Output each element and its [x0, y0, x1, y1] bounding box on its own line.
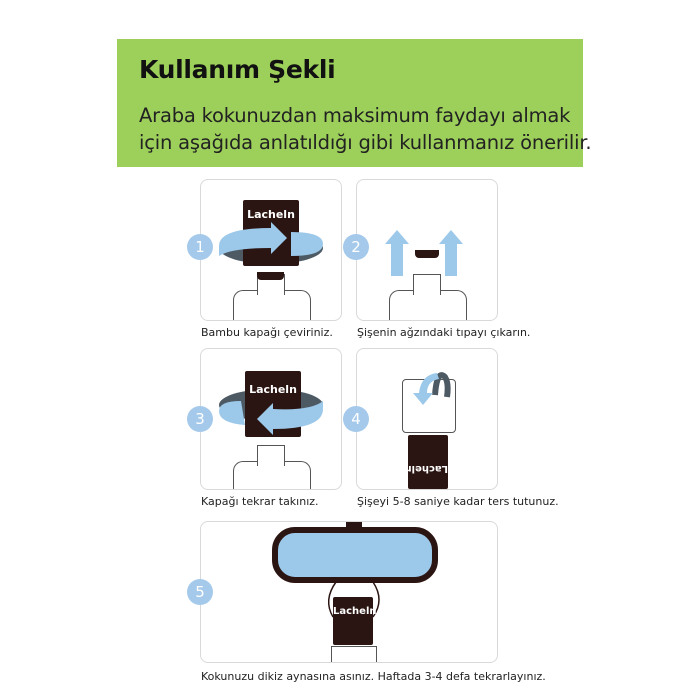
flip-arrow-icon: [413, 372, 451, 405]
cap-lacheln-upside-down: Lacheln: [405, 435, 448, 489]
stopper: [415, 250, 439, 258]
step-5-caption: Kokunuzu dikiz aynasına asınız. Haftada …: [201, 670, 546, 683]
step-2-badge: 2: [343, 234, 369, 260]
step-1-panel: Lacheln: [200, 179, 342, 321]
step-1-badge: 1: [187, 234, 213, 260]
step-2-caption: Şişenin ağzındaki tıpayı çıkarın.: [357, 326, 531, 339]
step-3-badge: 3: [187, 406, 213, 432]
rotate-clockwise-arrow-icon: [219, 222, 323, 256]
rotate-counterclockwise-arrow-icon: [219, 401, 323, 435]
step-3-caption: Kapağı tekrar takınız.: [201, 495, 319, 508]
step-4-panel: Lacheln: [356, 348, 498, 490]
bottle-neck: [257, 445, 285, 466]
step-3-panel: Lacheln: [200, 348, 342, 490]
header-banner: Kullanım Şekli Araba kokunuzdan maksimum…: [117, 39, 592, 167]
bottle-illustration: [331, 646, 377, 662]
page-title: Kullanım Şekli: [139, 55, 336, 84]
stopper: [257, 272, 284, 280]
step-5-panel: Lacheln: [200, 521, 498, 663]
step-5-badge: 5: [187, 579, 213, 605]
rearview-mirror-icon: [272, 522, 438, 618]
step-4-badge: 4: [343, 406, 369, 432]
hanging-bottle-lacheln: Lacheln: [333, 597, 377, 645]
arrow-up-icon: [385, 230, 463, 276]
bottle-neck: [413, 274, 441, 295]
step-4-caption: Şişeyi 5-8 saniye kadar ters tutunuz.: [357, 495, 559, 508]
step-2-panel: [356, 179, 498, 321]
step-1-caption: Bambu kapağı çeviriniz.: [201, 326, 333, 339]
